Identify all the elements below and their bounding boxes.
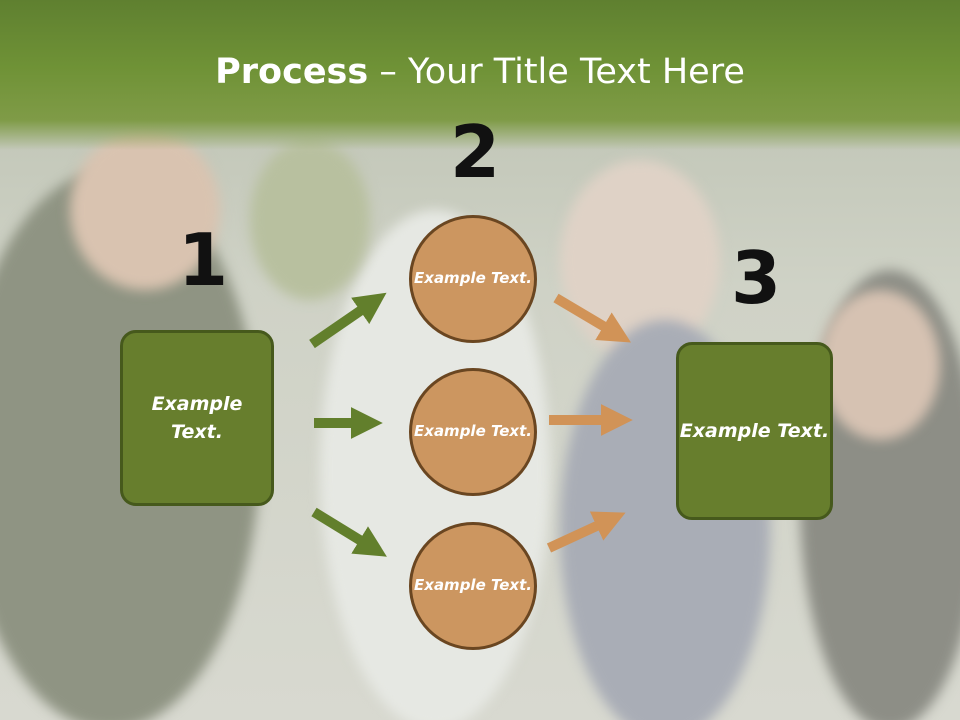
title-bold: Process [215, 52, 369, 92]
title-rest: – Your Title Text Here [368, 52, 745, 92]
green-arrow-up [309, 292, 387, 349]
green-arrow-down [311, 507, 387, 557]
step-2-circle-top: Example Text. [409, 215, 537, 343]
orange-arrow-down [553, 293, 632, 343]
step-2-text-bottom: Example Text. [414, 576, 532, 595]
title-banner [0, 0, 960, 150]
step-number-2: 2 [450, 110, 501, 194]
step-2-circle-middle: Example Text. [409, 368, 537, 496]
step-number-3: 3 [731, 236, 782, 320]
step-3-text: Example Text. [679, 419, 830, 442]
step-2-text-middle: Example Text. [414, 422, 532, 441]
step-1-box: Example Text. [120, 330, 274, 506]
orange-arrow-up [546, 511, 626, 553]
step-2-text-top: Example Text. [414, 269, 532, 288]
step-number-1: 1 [178, 218, 229, 302]
step-1-text: Example Text. [151, 392, 243, 444]
step-2-circle-bottom: Example Text. [409, 522, 537, 650]
step-3-box: Example Text. [676, 342, 833, 520]
slide-title: Process – Your Title Text Here [0, 52, 960, 92]
